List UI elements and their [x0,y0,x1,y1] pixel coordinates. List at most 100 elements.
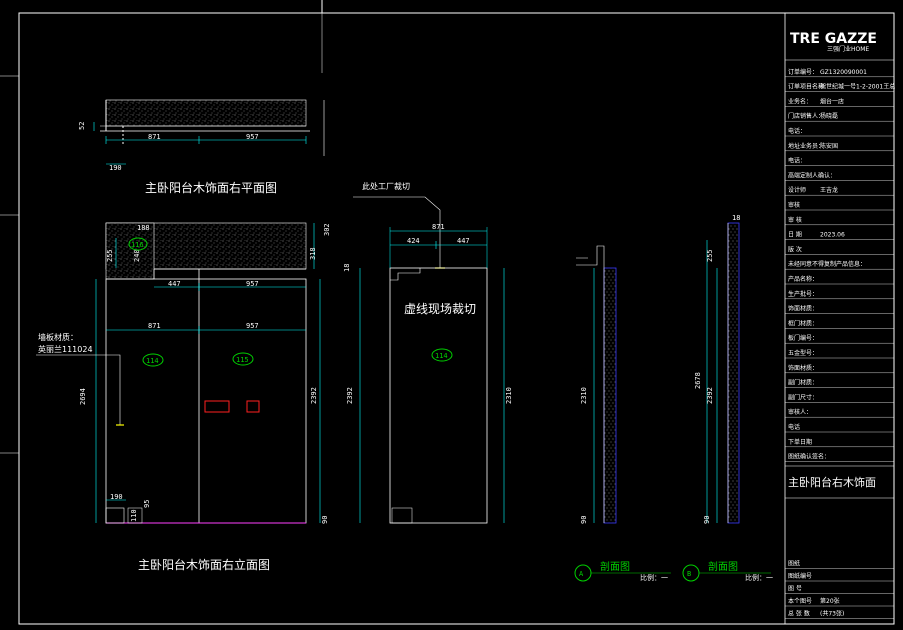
tag-115-label: 115 [236,356,249,364]
title-block-row-label: 日 期 [788,231,802,239]
tag-116 [128,237,148,251]
title-block-bottom-row-label: 图 号 [788,586,802,593]
title-block-row-label: 审核人： [788,408,812,416]
sec-b-dim-255: 255 [706,249,714,262]
title-block-row-label: 电话： [788,157,806,165]
sec-a-dim-2310: 2310 [580,387,588,404]
elev-dim-240: 240 [133,249,141,262]
title-block-row-value: 烟台一店 [820,97,844,105]
title-block-row-label: 设计师 [788,186,806,194]
title-block-row-label: 框门材质： [788,319,818,327]
material-note-line1: 墙板材质： [38,332,78,342]
plan-view: 871 957 190 52 主卧阳台木饰面右平面图 [78,99,325,195]
elev-dim-318: 318 [309,247,317,260]
title-block-row-label: 版 次 [788,245,802,253]
drawing-name: 主卧阳台右木饰面 [788,475,876,489]
factory-cut-note: 此处工厂裁切 [362,181,410,191]
title-block-row-label: 审核 [788,201,800,209]
title-block-row-label: 订单项目名称： [788,83,830,91]
section-b-scale: 比例：一 [745,573,773,582]
title-block-row-label: 门店销售人： [788,112,824,120]
plan-dim-190: 190 [109,164,122,172]
section-a-view: 2310 90 A 剖面图 比例：一 [574,245,671,582]
elev-dim-957-b: 957 [246,322,259,330]
panel-dim-18: 18 [343,264,351,272]
title-block-row-label: 副门尺寸： [788,393,818,401]
section-b-letter: B [687,570,691,578]
plan-dim-957: 957 [246,133,259,141]
tag-116-label: 116 [131,241,144,249]
title-block-bottom-row-label: 本个图号 [788,597,812,605]
title-block-row-label: 生产批号： [788,290,818,298]
elevation-view: 447 957 871 957 188 255 240 318 302 2694… [36,222,331,572]
plan-title: 主卧阳台木饰面右平面图 [145,180,277,195]
elev-dim-302: 302 [323,223,331,236]
title-block: TRE GAZZE 三强门业HOME 订单编号：GZ1320090001订单项目… [784,12,895,625]
red-marker [246,400,260,413]
title-block-row-value: 王吉龙 [820,186,838,194]
title-block-bottom-row-label: 总 张 数 [788,610,810,618]
panel-dim-447: 447 [457,237,470,245]
section-a-letter: A [579,570,584,578]
material-note-line2: 英丽兰111024 [38,344,93,354]
title-block-row-label: 饰面材质： [788,305,818,313]
elev-dim-188: 188 [137,224,150,232]
brand-logo: TRE GAZZE [790,31,877,47]
plan-stone-band [105,99,307,127]
title-block-row-label: 电话： [788,127,806,135]
elev-dim-957-a: 957 [246,280,259,288]
title-block-bottom-rows: 图纸图纸编号图 号本个图号第20张总 张 数 (共73张) [785,560,894,619]
section-b-label: 剖面图 [708,560,738,573]
plan-dim-871: 871 [148,133,161,141]
title-block-row-label: 业务名： [788,97,812,105]
title-block-bottom-row-label: 图纸编号 [788,572,812,580]
title-block-row-label: 板门编号： [788,334,818,342]
title-block-row-label: 五金型号： [788,349,818,357]
title-block-bottom-row-value: 第20张 [820,597,840,605]
title-block-bottom-row-value: (共73张) [820,610,844,618]
panel-dim-424: 424 [407,237,420,245]
tag-115 [232,352,254,366]
title-block-row-value: 杨晓磊 [820,112,838,120]
brand-logo-sub: 三强门业HOME [827,45,869,53]
sec-b-dim-2392: 2392 [706,387,714,404]
sec-a-dim-90: 90 [580,516,588,524]
sec-b-dim-90: 90 [703,516,711,524]
tag-114-panel-label: 114 [435,352,448,360]
elev-dim-2694: 2694 [79,388,87,405]
sec-b-dim-2678: 2678 [694,372,702,389]
title-block-row-value: 陈安国 [820,142,838,150]
tag-114-label: 114 [146,357,159,365]
panel-dim-2310: 2310 [505,387,513,404]
title-block-row-label: 产品名称： [788,275,818,283]
elevation-title: 主卧阳台木饰面右立面图 [138,557,270,572]
panel-view: 此处工厂裁切 871 424 447 2392 2310 18 虚线现场裁切 1… [343,181,513,524]
title-block-rows: 订单编号：GZ1320090001订单项目名称：新世纪城一号1-2-2001王总… [785,68,895,462]
title-block-row-label: 电话 [788,423,800,431]
plan-dim-52: 52 [78,122,86,130]
elev-dim-255: 255 [106,249,114,262]
title-block-row-label: 地址业务员： [788,142,824,150]
elev-dim-190: 190 [110,493,123,501]
sec-b-dim-18: 18 [732,214,740,222]
elev-dim-871: 871 [148,322,161,330]
elev-dim-2392: 2392 [310,387,318,404]
title-block-row-value: 2023.06 [820,232,845,239]
elev-dim-447: 447 [168,280,181,288]
title-block-row-label: 饰面材质： [788,364,818,372]
tag-114-panel [431,348,453,362]
title-block-row-label: 审 核 [788,216,802,224]
elev-dim-90: 90 [321,516,329,524]
red-marker [204,400,230,413]
onsite-cut-note: 虚线现场裁切 [404,302,476,316]
elev-dim-110: 110 [130,509,138,522]
title-block-row-label: 未经同意不得复制产品信息： [788,260,866,268]
section-b-view: 18 255 2392 2678 90 B 剖面图 比例：一 [682,214,773,582]
section-a-label: 剖面图 [600,560,630,573]
title-block-row-value: 新世纪城一号1-2-2001王总 [820,83,895,91]
title-block-row-label: 高端定制人确认： [788,171,836,179]
panel-outline [389,267,488,524]
title-block-bottom-row-label: 图纸 [788,560,800,568]
panel-dim-2392: 2392 [346,387,354,404]
